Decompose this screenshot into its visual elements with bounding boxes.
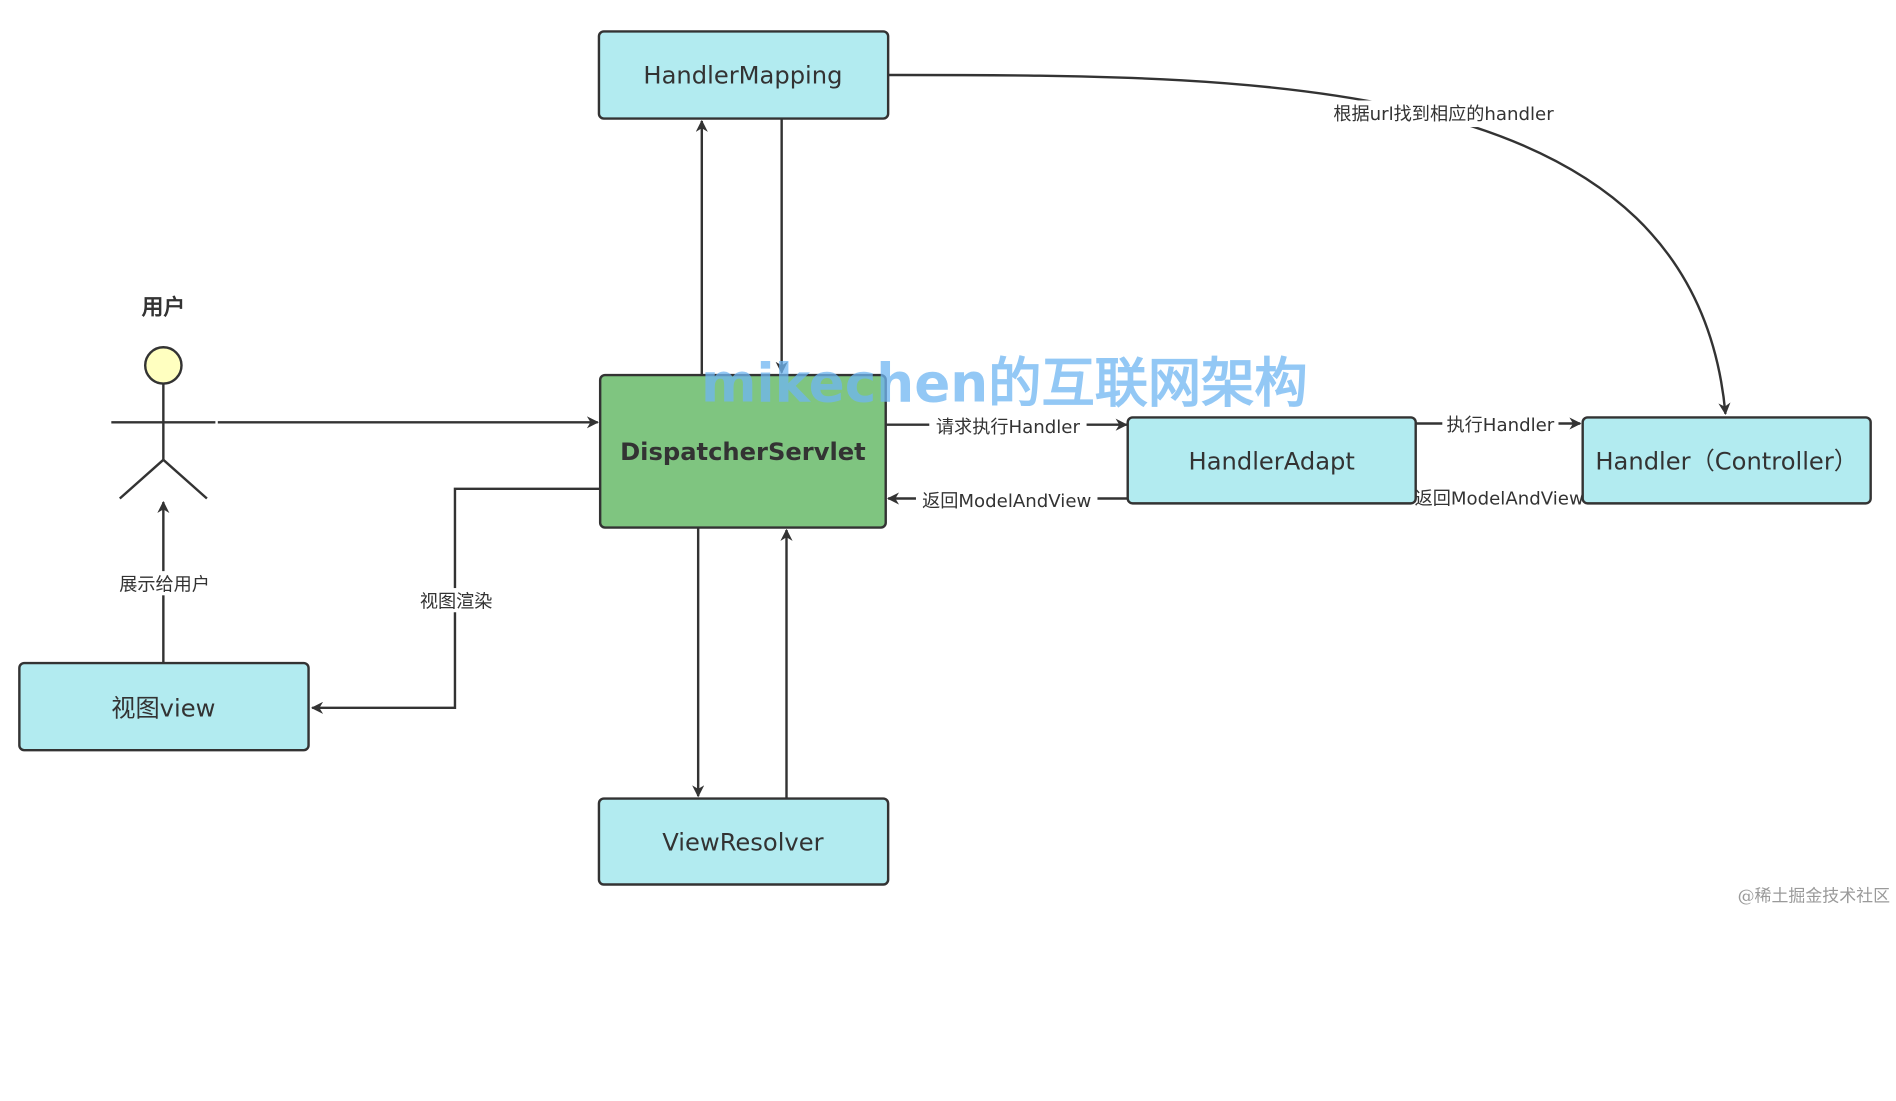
label-return-mav-adapter: 返回ModelAndView — [922, 491, 1091, 512]
label-bg-find-handler — [1326, 100, 1561, 128]
actor-left-leg — [118, 458, 165, 500]
node-dispatcher-servlet: DispatcherServlet — [598, 373, 887, 529]
node-dispatcher-servlet-label: DispatcherServlet — [620, 438, 866, 466]
actor-user-label: 用户 — [142, 295, 186, 321]
label-find-handler: 根据url找到相应的handler — [1333, 104, 1554, 125]
node-view: 视图view — [18, 661, 310, 752]
node-view-label: 视图view — [111, 694, 215, 722]
label-execute-handler: 执行Handler — [1447, 415, 1555, 436]
label-bg-return-mav-adapter — [915, 487, 1098, 512]
label-show-user: 展示给用户 — [119, 574, 210, 595]
label-request-execute: 请求执行Handler — [936, 417, 1081, 438]
node-handler-mapping: HandlerMapping — [597, 30, 890, 120]
diagram-canvas: 根据url找到相应的handler 请求执行Handler 返回ModelAnd… — [18, 30, 1891, 905]
actor-right-leg — [162, 458, 208, 500]
label-render-view: 视图渲染 — [420, 591, 493, 612]
label-bg-render-view — [415, 588, 498, 613]
actor-user: 用户 — [111, 295, 216, 500]
actor-head-icon — [143, 346, 183, 385]
node-view-resolver: ViewResolver — [597, 797, 890, 886]
node-handler-controller-label: Handler（Controller） — [1595, 447, 1858, 475]
node-view-resolver-label: ViewResolver — [662, 829, 823, 857]
label-return-mav-handler: 返回ModelAndView — [1415, 489, 1584, 510]
watermark-text: mikechen的互联网架构 — [701, 353, 1308, 415]
node-handler-adapt-label: HandlerAdapt — [1189, 447, 1355, 475]
label-bg-return-mav-handler — [1406, 485, 1593, 510]
node-handler-mapping-label: HandlerMapping — [643, 61, 842, 89]
label-bg-request-execute — [929, 413, 1087, 439]
node-handler-adapt: HandlerAdapt — [1126, 416, 1417, 505]
node-handler-controller: Handler（Controller） — [1581, 416, 1872, 505]
credit-text: @稀土掘金技术社区 — [1738, 885, 1891, 905]
label-bg-execute-handler — [1442, 411, 1559, 436]
label-bg-show-user — [113, 571, 216, 596]
